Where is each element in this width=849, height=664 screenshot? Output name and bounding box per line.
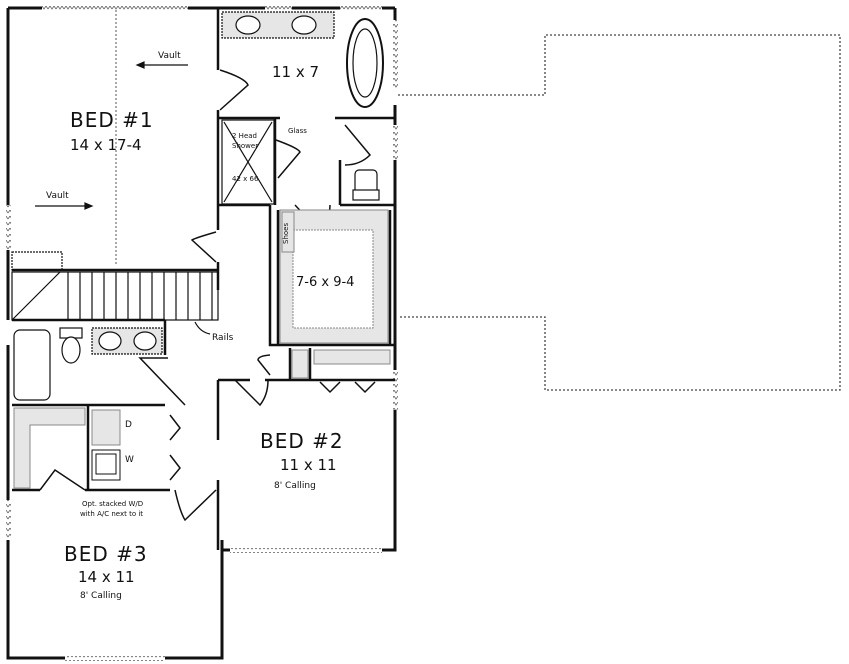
shower-dimensions: 42 x 66 [232, 175, 259, 183]
shower-label-line2: Shower [232, 142, 259, 150]
stairs [11, 251, 219, 335]
closet-dimensions: 7-6 x 9-4 [296, 275, 355, 290]
vault-arrows [35, 61, 188, 210]
glass-label: Glass [288, 127, 307, 135]
vault-label-bottom: Vault [46, 191, 69, 201]
bed3-dimensions: 14 x 11 [78, 568, 135, 586]
vault-label-top: Vault [158, 51, 181, 61]
exterior-walls [6, 6, 397, 660]
bed1-dimensions: 14 x 17-4 [70, 136, 142, 154]
shower-label-line1: 2 Head [232, 132, 257, 140]
bed1-name: BED #1 [70, 108, 154, 132]
laundry-note-line1: Opt. stacked W/D [82, 500, 144, 508]
bed3-ceiling: 8' Calling [80, 591, 122, 601]
windows [6, 6, 398, 661]
laundry-area [13, 407, 121, 489]
bed2-name: BED #2 [260, 429, 344, 453]
bed2-ceiling: 8' Calling [274, 481, 316, 491]
master-bath-dimensions: 11 x 7 [272, 63, 320, 81]
doors [39, 69, 376, 522]
laundry-note-line2: with A/C next to it [80, 510, 144, 518]
dryer-label: D [125, 420, 132, 430]
bed3-name: BED #3 [64, 542, 148, 566]
shoes-label: Shoes [282, 222, 290, 244]
closet-shelves [279, 209, 391, 379]
washer-label: W [125, 455, 134, 465]
hall-bath-fixtures [13, 327, 163, 401]
master-bath-fixtures [221, 11, 384, 205]
roof-outline [398, 34, 841, 391]
rails-label: Rails [212, 333, 234, 343]
bed2-dimensions: 11 x 11 [280, 456, 337, 474]
